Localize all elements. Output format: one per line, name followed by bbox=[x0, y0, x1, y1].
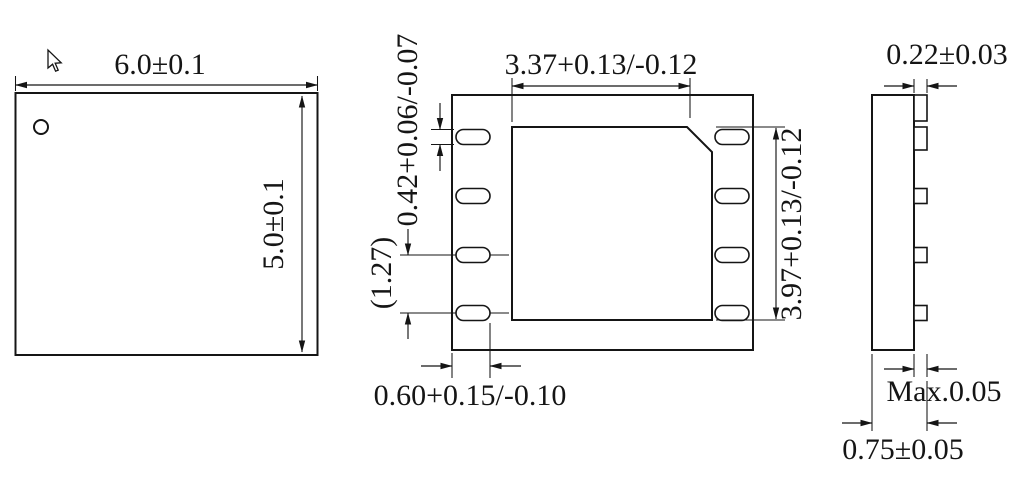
package-bottom-outline bbox=[451, 94, 754, 351]
lead-pad bbox=[455, 128, 491, 146]
lead-pad bbox=[714, 187, 750, 205]
epad-height-label: 3.97+0.13/-0.12 bbox=[775, 128, 808, 321]
dim-lead-thickness: 0.22±0.03 bbox=[884, 38, 1008, 93]
lead-pad bbox=[455, 187, 491, 205]
body-height-label: 5.0±0.1 bbox=[257, 178, 290, 269]
lead-pad bbox=[714, 246, 750, 264]
standoff-label: Max.0.05 bbox=[887, 375, 1002, 408]
lead-length-label: 0.60+0.15/-0.10 bbox=[374, 379, 567, 412]
lead-pad bbox=[455, 246, 491, 264]
mouse-cursor-icon bbox=[47, 48, 63, 73]
side-view: 0.22±0.03 Max.0.05 0.75±0.05 bbox=[842, 38, 1008, 466]
lead-thickness-label: 0.22±0.03 bbox=[886, 38, 1007, 71]
dim-epad-height: 3.97+0.13/-0.12 bbox=[716, 126, 808, 321]
lead-side-top bbox=[913, 94, 928, 122]
dim-lead-width: 0.42+0.06/-0.07 bbox=[391, 34, 454, 227]
dim-lead-pitch: (1.27) bbox=[365, 229, 412, 339]
package-body-outline bbox=[14, 92, 319, 356]
epad-width-label: 3.37+0.13/-0.12 bbox=[505, 48, 698, 81]
bottom-view: 3.37+0.13/-0.12 0.42+0.06/-0.07 (1.27) 3… bbox=[365, 34, 808, 412]
lead-pad bbox=[714, 304, 750, 322]
dim-thickness: 0.75±0.05 bbox=[842, 354, 964, 466]
lead-pad bbox=[714, 128, 750, 146]
dim-standoff: Max.0.05 bbox=[884, 354, 1002, 408]
pin1-indicator bbox=[33, 119, 49, 135]
dim-epad-width: 3.37+0.13/-0.12 bbox=[505, 48, 698, 122]
lead-side bbox=[913, 187, 928, 205]
lead-pads-right bbox=[714, 128, 750, 322]
lead-width-label: 0.42+0.06/-0.07 bbox=[391, 34, 424, 227]
dim-body-height: 5.0±0.1 bbox=[257, 95, 306, 353]
package-side-outline bbox=[871, 94, 915, 351]
lead-side bbox=[913, 126, 928, 151]
body-width-label: 6.0±0.1 bbox=[114, 48, 205, 81]
dim-lead-length: 0.60+0.15/-0.10 bbox=[374, 323, 567, 412]
lead-pads-left bbox=[455, 128, 491, 322]
top-view: 6.0±0.1 5.0±0.1 bbox=[14, 48, 319, 356]
exposed-thermal-pad bbox=[511, 126, 713, 321]
thickness-label: 0.75±0.05 bbox=[842, 433, 963, 466]
lead-side bbox=[913, 246, 928, 264]
lead-side bbox=[913, 304, 928, 322]
lead-pitch-label: (1.27) bbox=[365, 237, 398, 309]
dim-body-width: 6.0±0.1 bbox=[14, 48, 319, 91]
lead-pad bbox=[455, 304, 491, 322]
